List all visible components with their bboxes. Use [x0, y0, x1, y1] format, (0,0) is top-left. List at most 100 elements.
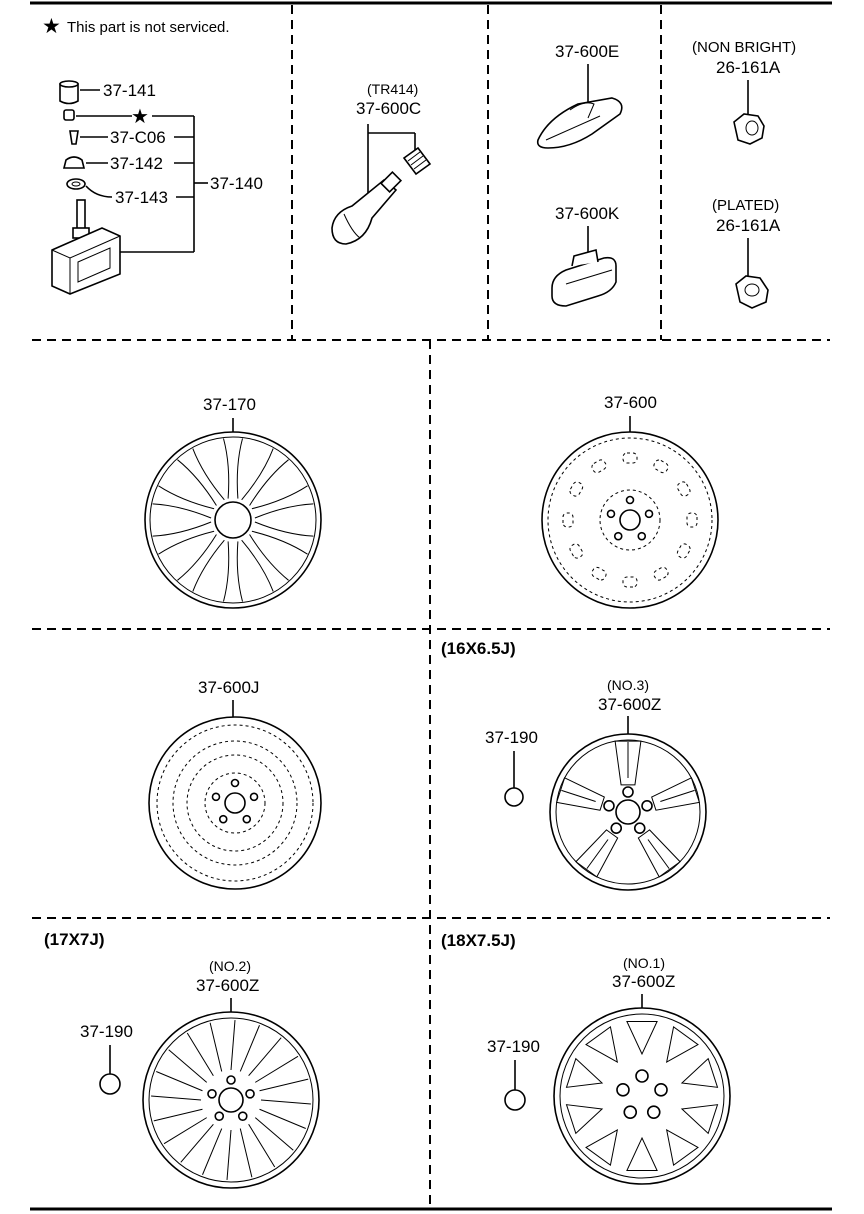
steel-slot: [591, 459, 607, 474]
cover-spoke: [152, 503, 212, 519]
size-17-label: (17X7J): [44, 930, 104, 949]
cover-spoke: [223, 541, 230, 602]
alloy-spoke: [202, 1128, 223, 1175]
lug-nut: [237, 1111, 248, 1121]
lug-hole: [637, 531, 647, 541]
size-18-label: (18X7.5J): [441, 931, 516, 950]
center-cap-16-icon: [504, 787, 524, 807]
alloy-18-group: (18X7.5J) (NO.1) 37-600Z 37-190: [441, 931, 731, 1185]
alloy-spoke: [163, 1117, 207, 1145]
cover-spoke: [249, 534, 289, 581]
cover-spoke: [192, 448, 225, 501]
no3-label: (NO.3): [607, 677, 649, 693]
lug-nut: [622, 786, 634, 798]
alloy-spoke: [186, 1032, 214, 1076]
lug-hole: [644, 509, 654, 519]
alloy-spoke: [575, 829, 619, 878]
note-text: This part is not serviced.: [67, 19, 230, 36]
lug-nut: [635, 1069, 649, 1083]
size-16-label: (16X6.5J): [441, 639, 516, 658]
valve-stem-icon: [331, 170, 403, 245]
lug-nut: [226, 1075, 236, 1085]
lug-hole: [242, 814, 252, 824]
alloy-16-wheel-icon: [549, 733, 707, 891]
alloy-16-group: (16X6.5J) (NO.3) 37-600Z 37-190: [441, 639, 707, 891]
clip-weight-icon: [551, 248, 617, 307]
spoke-split: [647, 839, 670, 869]
sensor-nut-icon: [62, 156, 86, 169]
lug-hole: [613, 531, 623, 541]
balance-weights-group: 37-600E 37-600K: [536, 42, 623, 307]
label-37-143: 37-143: [115, 188, 168, 207]
label-37-140: 37-140: [210, 174, 263, 193]
alloy-spoke: [651, 777, 701, 811]
cap-18-label: 37-190: [487, 1037, 540, 1056]
steel-slot: [676, 543, 691, 559]
center-cap-18-icon: [504, 1089, 526, 1111]
washer-icon: [66, 178, 86, 190]
lug-nut: [654, 1083, 668, 1097]
not-serviced-note: ★ This part is not serviced.: [42, 15, 230, 38]
cover-spoke: [251, 530, 308, 555]
frame-lines: [30, 1, 832, 1211]
cover-spoke: [254, 521, 314, 537]
alloy-window: [565, 1057, 604, 1088]
valve-core-icon: [63, 109, 75, 121]
label-37-600k: 37-600K: [555, 204, 620, 223]
alloy-spoke: [180, 1123, 214, 1163]
alloy-spoke: [239, 1128, 253, 1178]
lug-nut-plated-icon: [735, 275, 769, 309]
center-cap-17-icon: [99, 1073, 121, 1095]
valve-stem-group: (TR414) 37-600C: [331, 81, 432, 245]
alloy-spoke: [259, 1078, 309, 1092]
alloy-spoke: [239, 1025, 260, 1072]
alloy-spoke: [168, 1049, 208, 1083]
alloy-spoke: [156, 1071, 203, 1092]
alloy-17-group: (17X7J) (NO.2) 37-600Z 37-190: [44, 930, 320, 1189]
lug-nut: [603, 800, 615, 812]
nut-plated-part: 26-161A: [716, 216, 781, 235]
steel-slot: [562, 512, 574, 528]
alloy-spoke: [255, 1055, 299, 1083]
cap-16-label: 37-190: [485, 728, 538, 747]
lug-hole: [249, 792, 259, 802]
spare-wheel-group: 37-600J: [148, 678, 322, 890]
cover-spoke: [236, 438, 243, 499]
alloy-spoke: [226, 1129, 232, 1180]
adhesive-weight-icon: [536, 97, 623, 149]
cover-spoke: [177, 534, 217, 581]
alloy-spoke: [614, 740, 642, 786]
valve-sub-label: (TR414): [367, 81, 418, 97]
steel-slot: [622, 452, 638, 464]
steel-slot: [591, 566, 607, 581]
tpms-sensor-group: 37-141 ★ 37-C06 37-142 37-143 37-140: [51, 80, 263, 295]
cover-spoke: [158, 485, 215, 510]
alloy-spoke: [637, 829, 681, 878]
label-37-170: 37-170: [203, 395, 256, 414]
valve-cap-small-icon: [402, 146, 432, 176]
steel-slot: [622, 576, 638, 588]
alloy-spoke: [151, 1095, 202, 1101]
lug-hole: [606, 509, 616, 519]
steel-slot: [569, 543, 584, 559]
alloy-window: [626, 1021, 658, 1056]
alloy-spoke: [248, 1037, 282, 1077]
alloy-spoke: [254, 1117, 294, 1151]
label-37-600j: 37-600J: [198, 678, 259, 697]
label-37-600z-no3: 37-600Z: [598, 695, 661, 714]
lug-nut: [616, 1083, 630, 1097]
alloy-spoke: [209, 1022, 223, 1072]
cover-spoke: [241, 539, 274, 592]
cover-spoke: [251, 485, 308, 510]
lug-nut: [610, 822, 623, 834]
nut-nonbright-label: (NON BRIGHT): [692, 39, 796, 56]
lug-hole: [230, 778, 240, 788]
alloy-spoke: [230, 1020, 236, 1071]
steel-slot: [569, 481, 584, 497]
lug-nut: [633, 822, 646, 834]
valve-insert-icon: [69, 130, 79, 145]
alloy-window: [665, 1129, 699, 1166]
lug-nuts-group: (NON BRIGHT) 26-161A (PLATED) 26-161A: [692, 39, 796, 309]
lug-hole: [211, 792, 221, 802]
spoke-split: [561, 789, 596, 802]
